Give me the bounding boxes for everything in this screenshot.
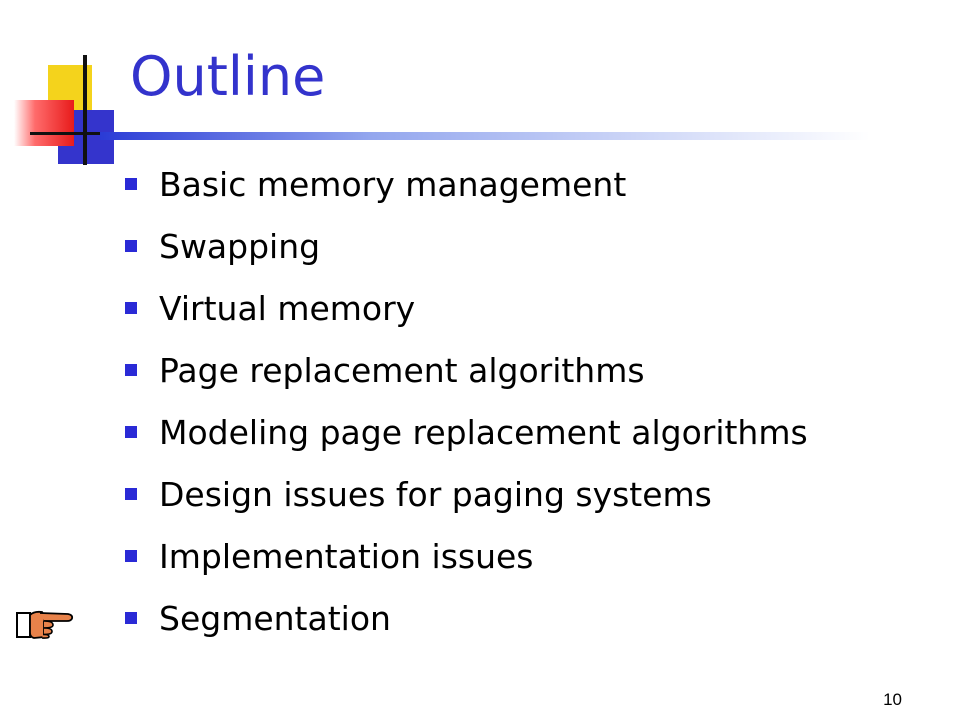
outline-item: Implementation issues	[125, 536, 534, 576]
outline-item-text: Page replacement algorithms	[159, 350, 645, 390]
outline-item-text: Virtual memory	[159, 288, 416, 328]
outline-item-text: Basic memory management	[159, 164, 627, 204]
square-bullet-icon	[125, 612, 137, 624]
outline-item-text: Design issues for paging systems	[159, 474, 712, 514]
logo-horizontal-line	[30, 132, 106, 135]
outline-item-text: Modeling page replacement algorithms	[159, 412, 808, 452]
square-bullet-icon	[125, 550, 137, 562]
square-bullet-icon	[125, 364, 137, 376]
hand-cuff	[16, 612, 31, 638]
outline-item: Basic memory management	[125, 164, 626, 204]
page-number: 10	[883, 690, 902, 709]
title-underline-rule	[100, 132, 870, 140]
logo-red-square	[14, 100, 74, 146]
outline-item: Design issues for paging systems	[125, 474, 712, 514]
hand-finger	[43, 627, 53, 636]
outline-item-text: Swapping	[159, 226, 321, 266]
logo-vertical-line	[83, 55, 87, 165]
outline-item: Swapping	[125, 226, 320, 266]
hand-index-finger	[39, 612, 74, 622]
pointing-hand-icon	[16, 610, 74, 639]
outline-item: Page replacement algorithms	[125, 350, 645, 390]
hand-finger	[41, 633, 50, 639]
square-bullet-icon	[125, 488, 137, 500]
square-bullet-icon	[125, 240, 137, 252]
outline-item-current: Segmentation	[125, 598, 391, 638]
slide-title: Outline	[130, 45, 326, 108]
outline-item-text: Segmentation	[159, 598, 391, 638]
square-bullet-icon	[125, 178, 137, 190]
square-bullet-icon	[125, 302, 137, 314]
outline-item-text: Implementation issues	[159, 536, 534, 576]
hand-finger	[43, 620, 54, 629]
outline-item: Modeling page replacement algorithms	[125, 412, 808, 452]
color-squares-logo-icon	[0, 0, 140, 180]
outline-item: Virtual memory	[125, 288, 415, 328]
square-bullet-icon	[125, 426, 137, 438]
